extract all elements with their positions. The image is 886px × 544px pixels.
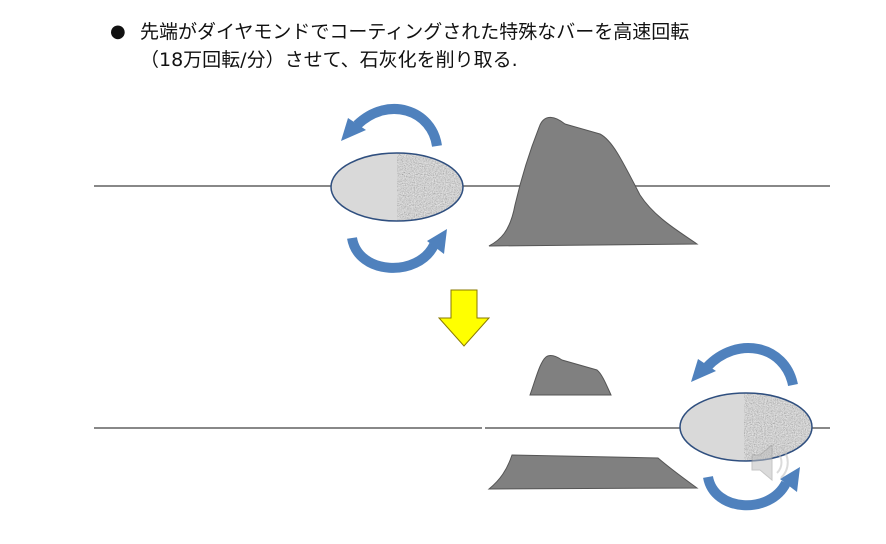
- plaque-fragment-upper: [529, 355, 612, 396]
- rotation-arrow-bottom-lower: [703, 467, 800, 511]
- rotation-arrow-top-lower: [347, 229, 447, 273]
- caption-line-2: （18万回転/分）させて、石灰化を削り取る.: [140, 49, 518, 71]
- rotation-arrow-top-upper: [341, 104, 442, 148]
- burr-bottom: [679, 392, 813, 462]
- plaque-base-lower: [487, 454, 699, 490]
- caption-line-1: 先端がダイヤモンドでコーティングされた特殊なバーを高速回転: [140, 21, 690, 43]
- rotation-arrow-bottom-upper: [691, 343, 798, 387]
- down-arrow: [437, 289, 491, 347]
- speaker-icon[interactable]: [751, 443, 789, 482]
- plaque-top: [488, 116, 699, 247]
- bullet-icon: ●: [110, 21, 126, 42]
- burr-top: [330, 152, 464, 222]
